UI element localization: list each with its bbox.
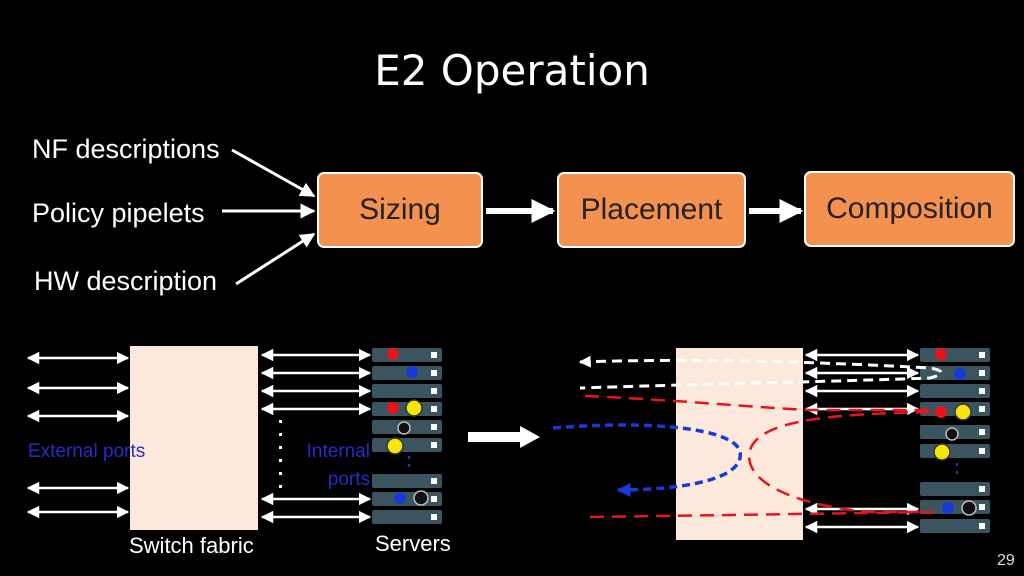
servers-right — [920, 348, 990, 533]
placement-stage-label: Placement — [580, 193, 723, 226]
hw-description-label: HW description — [34, 266, 218, 296]
slide-title: E2 Operation — [374, 46, 650, 95]
servers-left — [372, 348, 442, 524]
nf-descriptions-label: NF descriptions — [32, 134, 220, 164]
internal-ellipsis — [279, 420, 282, 488]
external-ports-label: External ports — [28, 441, 146, 462]
input-arrows — [222, 148, 316, 286]
page-number: 29 — [997, 552, 1015, 569]
servers-caption: Servers — [375, 531, 451, 556]
sizing-stage: Sizing — [317, 172, 483, 248]
placement-stage: Placement — [557, 172, 746, 248]
switch-fabric-caption: Switch fabric — [129, 533, 254, 558]
transition-arrow — [468, 426, 540, 448]
external-port-arrows — [26, 351, 130, 519]
internal-ports-label: Internal ports — [306, 441, 370, 490]
sizing-stage-label: Sizing — [359, 193, 441, 226]
composition-stage: Composition — [804, 171, 1015, 247]
internal-port-arrows — [260, 348, 372, 524]
switch-fabric-left — [130, 346, 258, 530]
switch-fabric-right — [676, 348, 803, 540]
flow-paths — [552, 355, 943, 519]
policy-pipelets-label: Policy pipelets — [32, 198, 205, 228]
composition-stage-label: Composition — [826, 192, 993, 225]
